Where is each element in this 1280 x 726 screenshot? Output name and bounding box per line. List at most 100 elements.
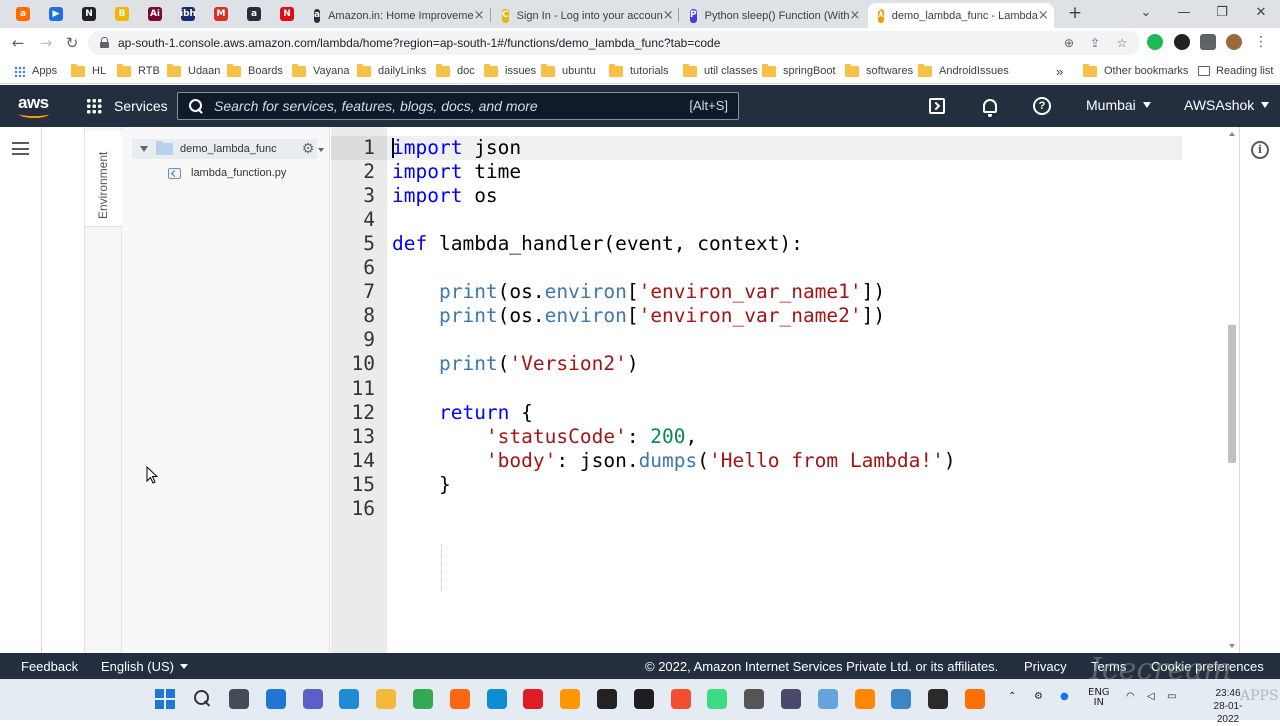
menu-icon[interactable] [12,142,29,155]
pinned-tab[interactable]: ibh [173,4,203,24]
sublime-icon[interactable] [560,689,581,709]
recorder-icon[interactable] [965,689,985,709]
browser-menu-icon[interactable]: ⋮ [1254,34,1268,50]
minimize-button[interactable]: — [1177,5,1191,20]
bookmarks-overflow-button[interactable]: » [1056,63,1064,79]
pinned-tab[interactable]: a [8,4,38,24]
system-clock[interactable]: 23:46 28-01-2022 [1208,687,1248,726]
bookmark-doc[interactable]: doc [436,63,475,79]
chrome-icon[interactable] [413,689,433,709]
wifi-icon[interactable]: ◠ [1126,691,1135,702]
volume-icon[interactable]: ◁ [1147,691,1155,702]
microphone-icon[interactable]: ● [1060,691,1069,702]
code-line[interactable]: 7 print(os.environ['environ_var_name1']) [331,280,1182,304]
privacy-link[interactable]: Privacy [1024,659,1067,674]
tab-search-icon[interactable]: ⌄ [1140,5,1152,20]
bookmark-androidissues[interactable]: AndroidIssues [918,63,1009,79]
android-icon[interactable] [707,689,728,709]
profile-avatar[interactable] [1226,34,1242,50]
info-icon[interactable]: i [1251,141,1269,159]
bookmark-util-classes[interactable]: util classes [683,63,758,79]
code-line[interactable]: 12 return { [331,401,1182,425]
vscode-icon[interactable] [597,689,617,709]
tree-root-folder[interactable]: demo_lambda_func ⚙ [132,139,324,159]
address-bar[interactable]: ap-south-1.console.aws.amazon.com/lambda… [88,31,1140,55]
pinned-tab[interactable]: N [74,4,104,24]
opera-icon[interactable] [523,689,544,709]
aws-logo[interactable]: aws [18,93,52,119]
bookmark-udaan[interactable]: Udaan [167,63,220,79]
battery-icon[interactable]: ▭ [1167,691,1177,702]
app-icon[interactable] [744,689,765,709]
gear-icon[interactable]: ⚙ [301,141,315,157]
tray-settings-icon[interactable]: ⚙ [1034,691,1043,702]
extensions-puzzle-icon[interactable] [1200,34,1216,50]
bookmark-issues[interactable]: issues [484,63,536,79]
search-icon[interactable] [193,689,211,707]
file-explorer-icon[interactable] [265,689,286,709]
grammarly-extension-icon[interactable] [1147,34,1163,50]
code-line[interactable]: 6 [331,256,1182,280]
maximize-button[interactable]: ❐ [1216,5,1228,20]
firefox-icon[interactable] [449,689,470,709]
close-tab-icon[interactable]: × [473,8,485,23]
cloudshell-button[interactable] [927,96,947,116]
services-button[interactable]: Services [86,96,168,116]
pinned-tab[interactable]: M [206,4,236,24]
zoom-icon[interactable]: ⊕ [1063,36,1075,50]
tool-icon[interactable] [928,689,949,709]
tray-overflow-icon[interactable]: ⌃ [1008,691,1017,702]
editor-scrollbar[interactable] [1225,127,1239,653]
code-line[interactable]: 14 'body': json.dumps('Hello from Lambda… [331,449,1182,473]
bookmark-softwares[interactable]: softwares [845,63,913,79]
extension-icon[interactable] [1174,34,1190,50]
code-line[interactable]: 10 print('Version2') [331,352,1182,376]
db-icon[interactable] [781,689,801,709]
pinned-tab[interactable]: a [239,4,269,24]
code-line[interactable]: 11 [331,377,1182,401]
bookmark-springboot[interactable]: springBoot [762,63,836,79]
photos-icon[interactable] [891,689,912,709]
forward-button[interactable]: → [39,34,53,52]
terms-link[interactable]: Terms [1091,659,1127,674]
environment-tab[interactable]: Environment [85,131,122,227]
code-line[interactable]: 13 'statusCode': 200, [331,425,1182,449]
bookmark-dailylinks[interactable]: dailyLinks [357,63,426,79]
chevron-down-icon[interactable] [318,148,324,152]
task-view-icon[interactable] [229,689,249,709]
feedback-link[interactable]: Feedback [21,659,79,674]
pinned-tab[interactable]: B [107,4,137,24]
folder-icon[interactable] [376,689,397,709]
account-menu[interactable]: AWSAshok [1184,97,1270,113]
code-line[interactable]: 8 print(os.environ['environ_var_name2']) [331,304,1182,328]
reading-list[interactable]: Reading list [1198,63,1273,79]
aws-search-input[interactable] [214,97,674,115]
pinned-tab[interactable]: N [272,4,302,24]
share-icon[interactable]: ⇪ [1089,36,1101,50]
bookmark-star-icon[interactable]: ☆ [1116,36,1128,50]
bookmark-ubuntu[interactable]: ubuntu [541,63,596,79]
bookmark-apps[interactable]: Apps [14,63,57,79]
aws-search-box[interactable]: [Alt+S] [177,92,739,120]
vlc-icon[interactable] [854,689,875,709]
code-line[interactable]: 15 } [331,473,1182,497]
bookmark-boards[interactable]: Boards [227,63,283,79]
code-line[interactable]: 16 [331,497,1182,521]
scroll-down-arrow[interactable] [1229,644,1235,648]
code-line[interactable]: 4 [331,208,1182,232]
language-indicator[interactable]: ENG IN [1088,688,1110,708]
bookmark-rtb[interactable]: RTB [117,63,160,79]
bookmark-tutorials[interactable]: tutorials [609,63,669,79]
notepad-icon[interactable] [817,689,838,709]
notifications-button[interactable] [980,96,1000,117]
region-selector[interactable]: Mumbai [1086,97,1151,113]
new-tab-button[interactable]: + [1067,3,1083,23]
terminal-icon[interactable] [633,689,654,709]
